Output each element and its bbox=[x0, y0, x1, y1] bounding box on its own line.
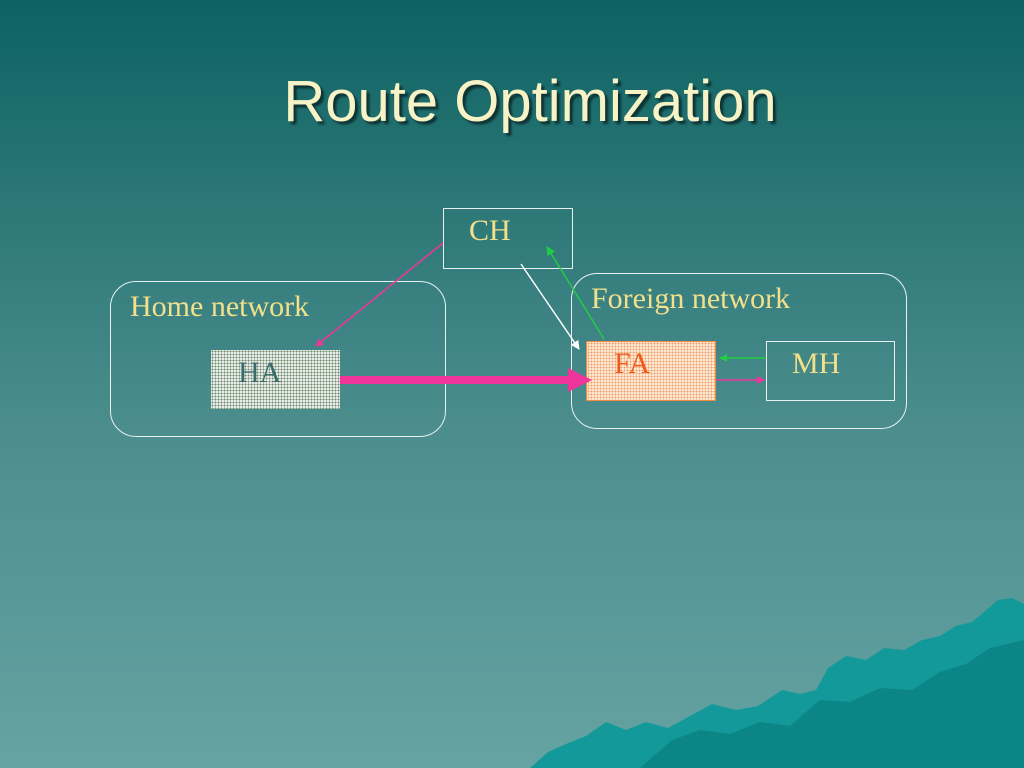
home-network-label: Home network bbox=[130, 290, 310, 323]
ch-node bbox=[443, 208, 573, 269]
fa-label: FA bbox=[614, 347, 651, 380]
slide-title: Route Optimization bbox=[283, 69, 777, 134]
ch-to-fa-arrow bbox=[520, 263, 580, 350]
mh-label: MH bbox=[792, 347, 841, 380]
fa-node bbox=[586, 341, 716, 401]
home-network-region bbox=[110, 281, 446, 437]
mountain-shading bbox=[640, 640, 1024, 768]
ha-node bbox=[211, 350, 340, 409]
fa-to-ch-arrow bbox=[546, 246, 605, 340]
ha-to-fa-tunnel-arrowhead bbox=[568, 368, 592, 392]
foreign-network-label: Foreign network bbox=[591, 282, 791, 315]
ch-label: CH bbox=[469, 214, 511, 247]
ch-to-ha-arrow bbox=[315, 242, 444, 347]
mh-node bbox=[766, 341, 895, 401]
ha-label: HA bbox=[238, 356, 282, 389]
foreign-network-region bbox=[571, 273, 907, 429]
